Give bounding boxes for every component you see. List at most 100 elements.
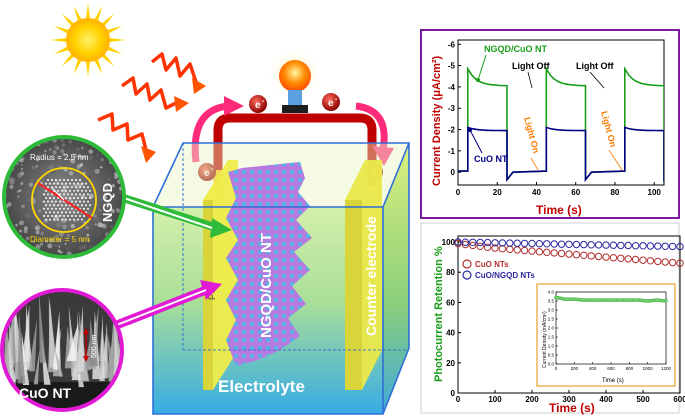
x-tick-label: 200 xyxy=(525,395,539,404)
chart-frame xyxy=(420,29,680,219)
inset-y-tick-label: 0.0 xyxy=(548,362,555,367)
data-point-cuo-nts xyxy=(661,258,669,266)
svg-text:-: - xyxy=(262,98,265,105)
data-point-cuo-ngqd-nts xyxy=(602,241,610,249)
x-tick-label: 600 xyxy=(673,395,685,404)
data-point-cuo-ngqd-nts xyxy=(454,238,462,246)
y-axis-title: Current Density (μA/cm²) xyxy=(431,55,443,186)
data-point-cuo-ngqd-nts xyxy=(654,242,662,250)
data-point-cuo-ngqd-nts xyxy=(639,242,647,250)
data-point-cuo-nts xyxy=(550,249,558,257)
data-point-cuo-nts xyxy=(491,244,499,252)
data-point-cuo-ngqd-nts xyxy=(491,239,499,247)
series-line-cuo xyxy=(458,126,664,183)
electron-top-left: e - xyxy=(249,95,267,113)
data-point-cuo-ngqd-nts xyxy=(587,241,595,249)
data-point-cuo-ngqd-nts xyxy=(535,240,544,248)
inset-y-tick-label: 4.0 xyxy=(548,290,555,295)
svg-text:-: - xyxy=(335,96,338,103)
inset-data-point xyxy=(664,299,668,303)
data-point-cuo-nts xyxy=(498,245,507,253)
x-tick-label: 80 xyxy=(610,188,619,197)
y-tick-label: -4 xyxy=(448,83,456,92)
x-axis-title: Time (s) xyxy=(549,401,595,415)
legend-cuo-ngqd-nts: CuO/NGQD NTs xyxy=(475,271,535,280)
ngqd-callout-arrow xyxy=(116,192,232,238)
data-point-cuo-ngqd-nts xyxy=(631,242,640,250)
inset-x-axis-title: Time (s) xyxy=(602,378,624,384)
svg-text:e: e xyxy=(204,168,210,179)
x-tick-label: 40 xyxy=(532,188,541,197)
data-point-cuo-nts xyxy=(572,251,581,259)
x-tick-label: 100 xyxy=(648,188,662,197)
data-point-cuo-nts xyxy=(646,257,655,265)
data-point-cuo-ngqd-nts xyxy=(520,239,529,248)
data-point-cuo-nts xyxy=(668,258,677,267)
y-axis-title: Photocurrent Retention % xyxy=(433,246,445,382)
light-wave-icon xyxy=(97,52,198,151)
ngqd-tem-inset: Radius = 2.5 nm Diameter = 5 nm NGQD xyxy=(2,135,126,259)
data-point-cuo-ngqd-nts xyxy=(565,240,573,249)
inset-y-tick-label: 0.5 xyxy=(548,353,555,358)
data-point-cuo-ngqd-nts xyxy=(572,240,581,249)
x-tick-label: 0 xyxy=(456,188,461,197)
inset-x-tick-label: 200 xyxy=(571,366,579,371)
light-off-label-1: Light Off xyxy=(512,61,550,71)
data-point-cuo-nts xyxy=(580,251,588,260)
svg-text:NGQD/CuO NT: NGQD/CuO NT xyxy=(258,233,275,338)
inset-y-tick-label: 1.0 xyxy=(548,344,555,349)
series-line-ngqd-cuo xyxy=(458,66,664,183)
counter-electrode: Counter electrode xyxy=(345,160,382,390)
inset-x-tick-label: 400 xyxy=(589,366,597,371)
legend-ngqd-cuo: NGQD/CuO NT xyxy=(484,44,547,54)
inset-x-tick-label: 800 xyxy=(626,366,634,371)
x-tick-label: 60 xyxy=(571,188,580,197)
sem-callout-arrow xyxy=(112,280,222,330)
data-point-cuo-ngqd-nts xyxy=(528,239,536,248)
x-tick-label: 400 xyxy=(599,395,613,404)
legend: CuO NTs CuO/NGQD NTs xyxy=(462,259,535,280)
y-tick-label: 80 xyxy=(446,268,455,277)
data-point-cuo-ngqd-nts xyxy=(461,238,470,246)
data-point-cuo-nts xyxy=(609,254,618,262)
sun-icon xyxy=(51,3,125,77)
data-point-cuo-nts xyxy=(469,241,477,250)
data-point-cuo-nts xyxy=(483,243,492,251)
data-point-cuo-nts xyxy=(676,259,684,267)
svg-text:e: e xyxy=(255,100,261,111)
data-point-cuo-nts xyxy=(631,255,640,264)
radius-label: Radius = 2.5 nm xyxy=(30,153,89,162)
legend-cuo-nts: CuO NTs xyxy=(475,260,509,269)
data-point-cuo-ngqd-nts xyxy=(469,238,477,247)
y-tick-label: 20 xyxy=(446,359,455,368)
inset-y-axis-title: Current Density (mA/cm²) xyxy=(542,311,548,368)
svg-text:-: - xyxy=(211,166,214,173)
y-tick-label: 40 xyxy=(446,329,455,338)
data-point-cuo-ngqd-nts xyxy=(624,241,632,250)
electron-top-right: e - xyxy=(322,93,340,111)
inset-x-tick-label: 1000 xyxy=(643,366,654,371)
cuo-sem-inset: 500 nm CuO NT xyxy=(0,288,124,412)
inset-y-tick-label: 3.5 xyxy=(548,299,555,304)
data-point-cuo-nts xyxy=(535,248,544,256)
y-tick-label: 100 xyxy=(442,238,456,247)
data-point-cuo-ngqd-nts xyxy=(498,239,507,247)
y-tick-label: 60 xyxy=(446,298,455,307)
cuo-nt-label: CuO NT xyxy=(19,385,72,401)
y-tick-label: -2 xyxy=(448,126,456,135)
y-tick-label: -1 xyxy=(448,147,456,156)
data-point-cuo-ngqd-nts xyxy=(476,238,484,247)
photoanode: NGQD/CuO NT xyxy=(226,162,312,366)
light-bulb-icon xyxy=(267,46,323,113)
data-point-cuo-nts xyxy=(602,253,610,261)
data-point-cuo-ngqd-nts xyxy=(668,242,677,251)
data-point-cuo-nts xyxy=(528,247,536,255)
legend-cuo: CuO NT xyxy=(474,154,508,164)
inset-x-tick-label: 1200 xyxy=(661,366,672,371)
inset-y-tick-label: 1.5 xyxy=(548,335,555,340)
diameter-label: Diameter = 5 nm xyxy=(30,235,90,244)
data-point-cuo-nts xyxy=(565,250,573,258)
